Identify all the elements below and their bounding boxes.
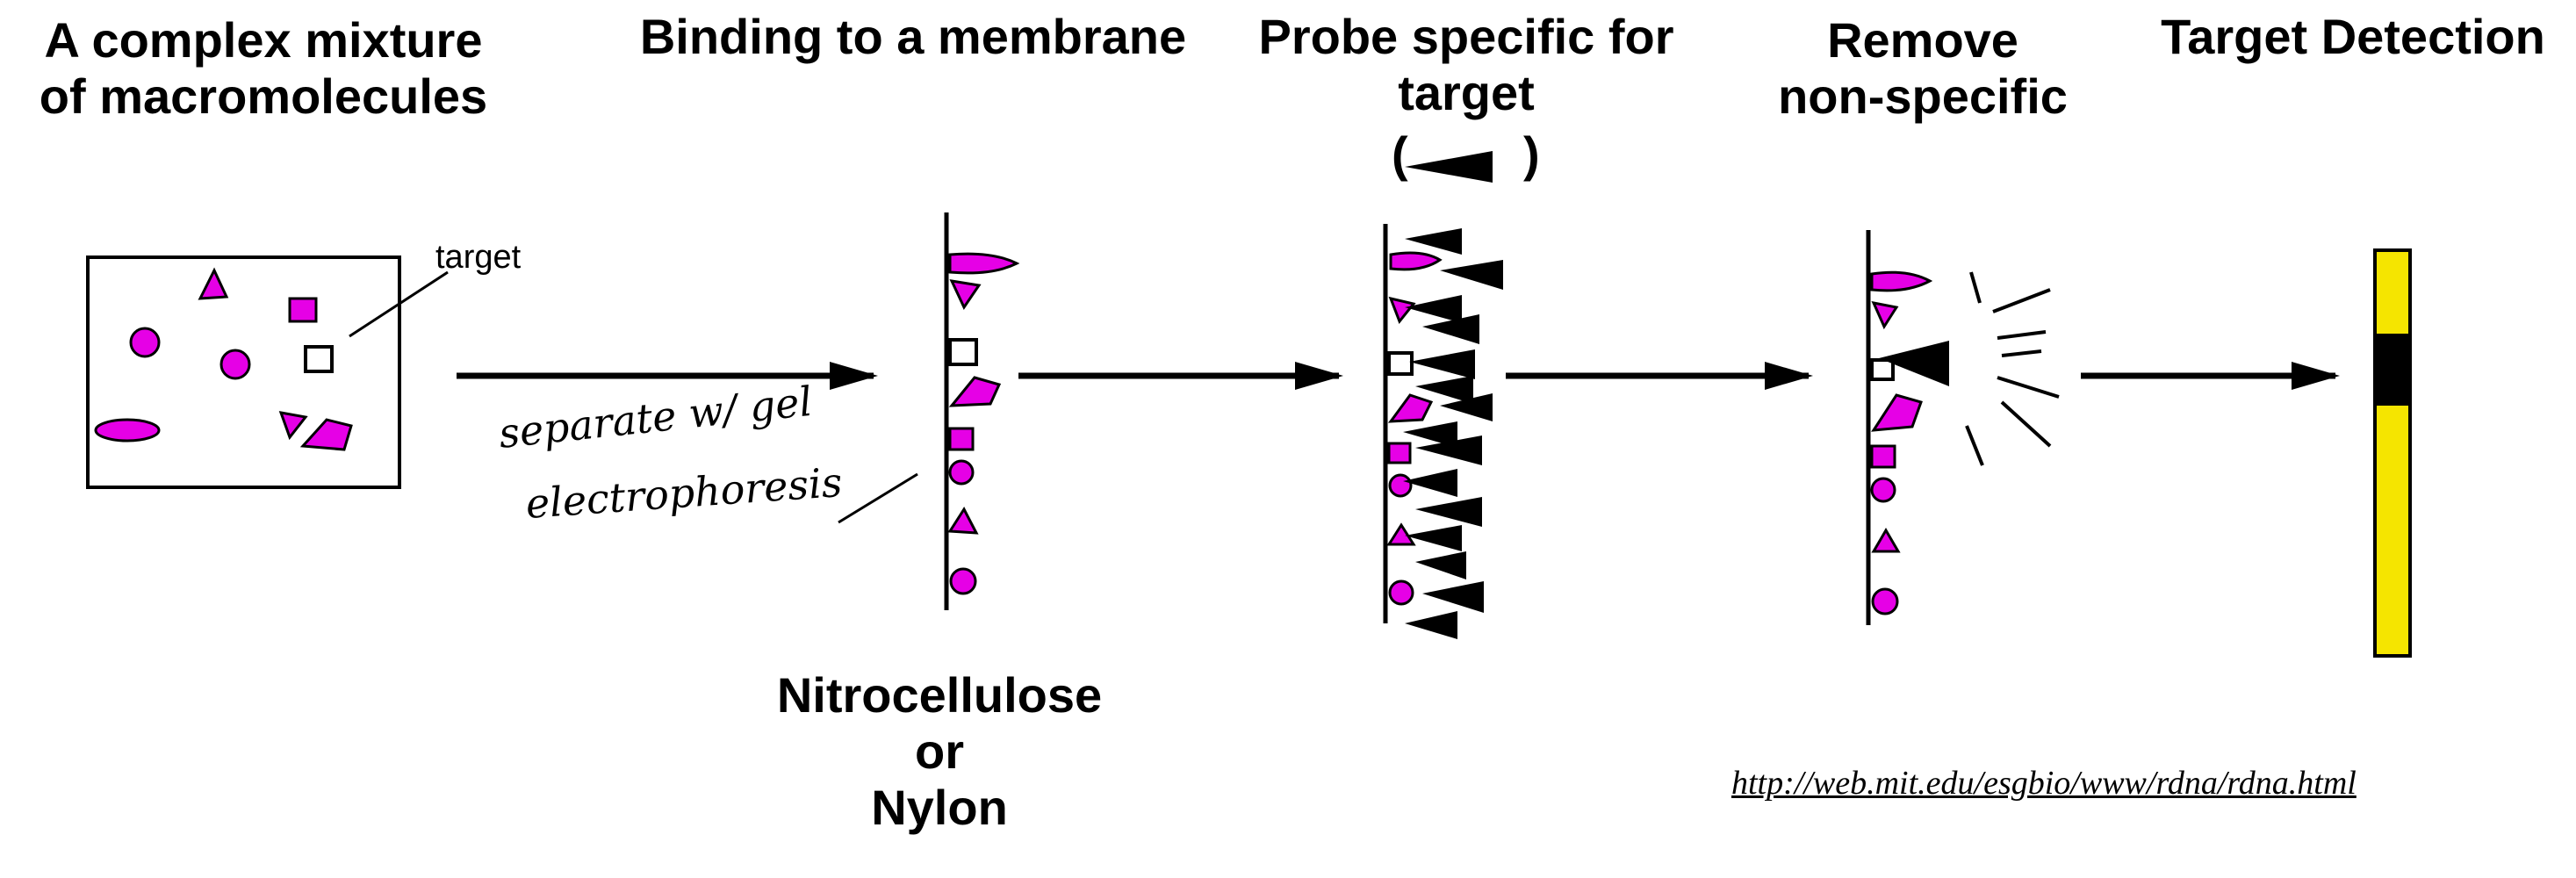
separation-note-line-2: electrophoresis xyxy=(524,458,844,528)
arrow-3-head xyxy=(1765,362,1813,390)
band-blob xyxy=(948,376,1002,407)
molecule-triangle xyxy=(198,267,229,300)
membrane-label: Nitrocellulose or Nylon xyxy=(685,667,1194,836)
arrow-1-head xyxy=(830,362,878,390)
step-title-mixture: A complex mixture of macromolecules xyxy=(18,12,509,125)
step-title-line: target xyxy=(1398,65,1535,120)
arrow-2-head xyxy=(1295,362,1343,390)
step-title-line: non-specific xyxy=(1778,68,2068,124)
step-title-probe: Probe specific for target xyxy=(1229,9,1703,121)
detection-strip xyxy=(2373,248,2412,658)
step-title-line: of macromolecules xyxy=(39,68,488,124)
molecule-circle xyxy=(219,349,251,380)
target-leader-line xyxy=(349,270,449,338)
membrane-label-line: Nitrocellulose xyxy=(776,667,1103,723)
probe-target xyxy=(1387,351,1414,376)
molecule-circle xyxy=(129,327,161,358)
arrow-4-head xyxy=(2292,362,2340,390)
target-molecule xyxy=(304,345,334,373)
detected-band xyxy=(2377,334,2408,406)
band-oval xyxy=(948,252,1020,275)
band-circle xyxy=(949,567,977,595)
separation-note-line-1: separate w/ gel xyxy=(497,378,815,457)
step-title-line: Target Detection xyxy=(2161,9,2545,64)
step-title-detection: Target Detection xyxy=(2142,9,2564,65)
step-title-line: Binding to a membrane xyxy=(639,9,1187,64)
source-link[interactable]: http://web.mit.edu/esgbio/www/rdna/rdna.… xyxy=(1731,765,2357,802)
step-title-line: Probe specific for xyxy=(1258,9,1674,64)
step-title-line: Remove xyxy=(1827,12,2018,68)
mixture-box xyxy=(86,255,449,489)
bound-probe xyxy=(1879,341,1949,386)
step-title-line: A complex mixture xyxy=(44,12,483,68)
band-triangle xyxy=(947,507,979,535)
target-label: target xyxy=(435,239,522,276)
membrane-pointer-line xyxy=(838,472,918,524)
probe-symbol-open: ( xyxy=(1392,126,1408,182)
molecule-oval xyxy=(94,418,161,443)
band-square xyxy=(948,427,975,451)
membrane-label-line: Nylon xyxy=(871,780,1008,835)
step-title-remove: Remove non-specific xyxy=(1756,12,2090,125)
membrane-3 xyxy=(1866,230,2060,625)
band-triangle xyxy=(949,279,982,311)
membrane-label-line: or xyxy=(915,723,964,779)
band-circle xyxy=(948,459,975,486)
step-title-binding: Binding to a membrane xyxy=(623,9,1203,65)
band-target xyxy=(948,338,978,366)
membrane-1 xyxy=(944,212,1020,610)
molecule-square xyxy=(288,297,318,323)
probe-wedge-icon xyxy=(1405,151,1493,183)
molecule-blob xyxy=(299,418,353,451)
membrane-2 xyxy=(1383,224,1503,639)
washed-target xyxy=(1870,358,1895,381)
probe-symbol-close: ) xyxy=(1523,126,1540,182)
molecule-triangle xyxy=(278,411,308,441)
